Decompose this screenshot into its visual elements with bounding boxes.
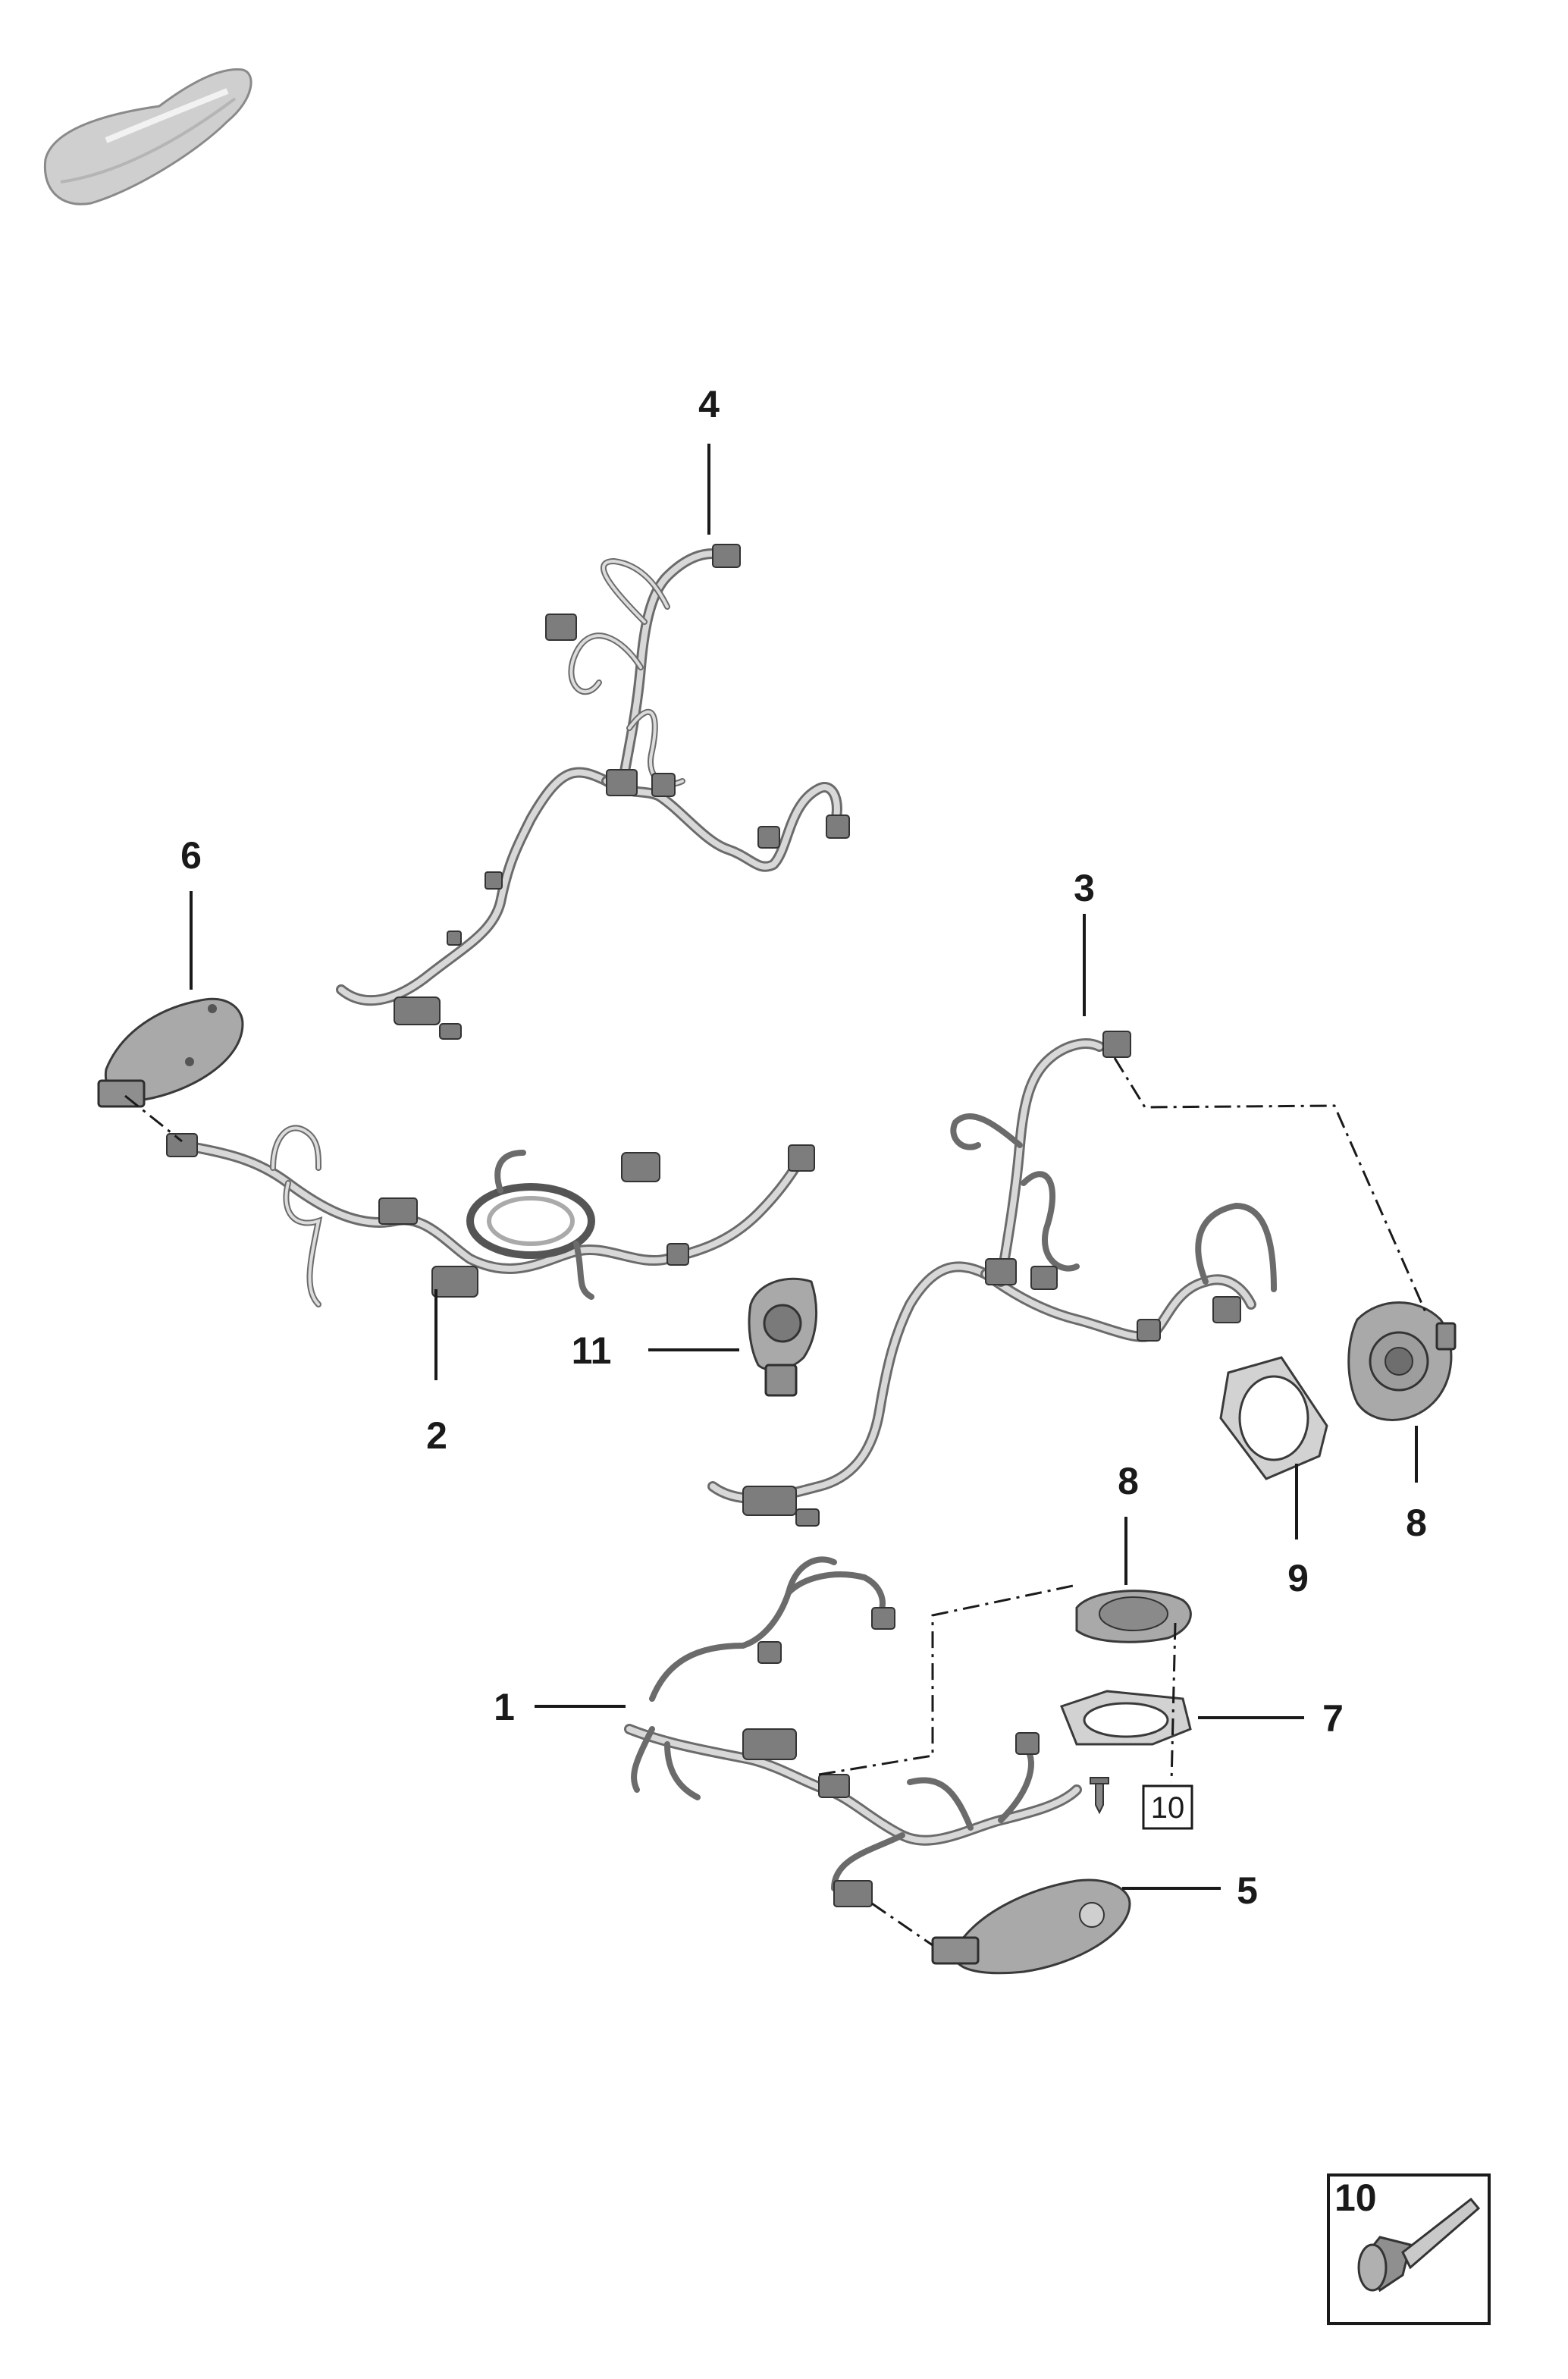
- part-11: [748, 1277, 817, 1397]
- callout-8-right: 8: [1406, 1502, 1427, 1544]
- callout-9: 9: [1287, 1557, 1309, 1599]
- harness-3: [707, 1031, 1277, 1527]
- callout-3: 3: [1074, 867, 1095, 909]
- car-thumbnail: [43, 68, 252, 206]
- part-7: [1060, 1690, 1192, 1746]
- callout-2: 2: [426, 1414, 447, 1457]
- callout-8-lower: 8: [1118, 1460, 1139, 1502]
- callout-10-box: 10: [1142, 1784, 1193, 1830]
- harness-1: [624, 1556, 1082, 1907]
- part-8-right: [1347, 1301, 1457, 1421]
- callout-7: 7: [1322, 1697, 1344, 1740]
- part-8-lower: [1075, 1590, 1192, 1643]
- inset-part-10: 10: [1327, 2173, 1491, 2325]
- callout-1: 1: [494, 1686, 515, 1728]
- screw-10: [1090, 1777, 1109, 1815]
- callout-5: 5: [1237, 1869, 1258, 1912]
- harness-4: [336, 544, 850, 1040]
- inset-label: 10: [1334, 2177, 1377, 2219]
- callout-4: 4: [698, 383, 720, 425]
- callout-6: 6: [180, 834, 202, 877]
- callout-11: 11: [572, 1329, 612, 1372]
- part-9: [1219, 1356, 1328, 1480]
- harness-2: [166, 1125, 815, 1307]
- control-unit-5: [833, 1878, 1131, 1975]
- control-unit-6: [97, 997, 244, 1108]
- callout-10: 10: [1151, 1791, 1185, 1825]
- bolt-icon: [1357, 2197, 1481, 2293]
- connector: [712, 544, 741, 568]
